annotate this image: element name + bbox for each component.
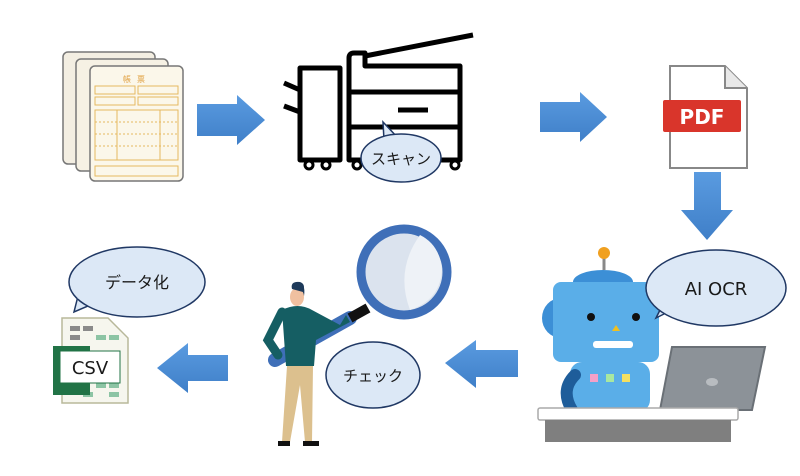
robot-icon [537,247,767,442]
pdf-file-icon: PDF [663,65,748,169]
arrow-left-icon [445,340,518,388]
paper-forms-icon: 帳票 [62,51,184,182]
csv-label: CSV [72,358,109,379]
form-header-text: 帳票 [123,74,151,84]
arrow-right-icon [540,92,607,142]
check-label: チェック [343,367,403,385]
person-with-magnifier-icon [262,224,452,446]
arrow-right-icon [197,95,265,145]
pdf-label: PDF [680,105,725,129]
check-speech-bubble: チェック [325,341,421,409]
csv-file-icon: CSV [53,317,129,404]
data-conversion-speech-bubble: データ化 [68,246,206,318]
scanner-icon [282,32,474,171]
ai-ocr-label: AI OCR [685,279,748,300]
scan-speech-bubble: スキャン [360,119,442,183]
data-conversion-label: データ化 [105,273,169,292]
ai-ocr-speech-bubble: AI OCR [645,249,787,327]
scan-label: スキャン [371,150,431,168]
arrow-left-icon [157,343,228,393]
arrow-down-icon [681,172,733,240]
